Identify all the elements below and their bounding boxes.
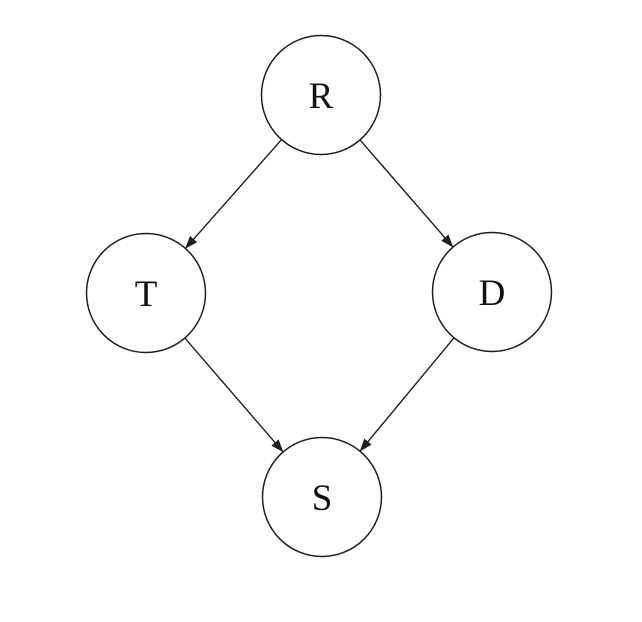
node-R-circle xyxy=(260,34,382,156)
edge-R-T xyxy=(184,139,283,249)
node-T-label: T xyxy=(135,274,158,315)
node-T: T xyxy=(85,232,207,354)
node-R-label: R xyxy=(309,76,334,117)
node-D-circle xyxy=(431,231,553,353)
node-S-circle xyxy=(261,436,383,558)
edges-layer xyxy=(184,139,455,453)
node-D: D xyxy=(431,231,553,353)
node-D-label: D xyxy=(479,273,506,314)
node-S: S xyxy=(261,436,383,558)
edge-D-S xyxy=(359,337,455,452)
edge-T-S xyxy=(184,337,284,453)
node-R: R xyxy=(260,34,382,156)
edge-R-D xyxy=(359,139,454,248)
nodes-layer: R T D S xyxy=(85,34,553,558)
node-T-circle xyxy=(85,232,207,354)
node-S-label: S xyxy=(312,478,333,519)
